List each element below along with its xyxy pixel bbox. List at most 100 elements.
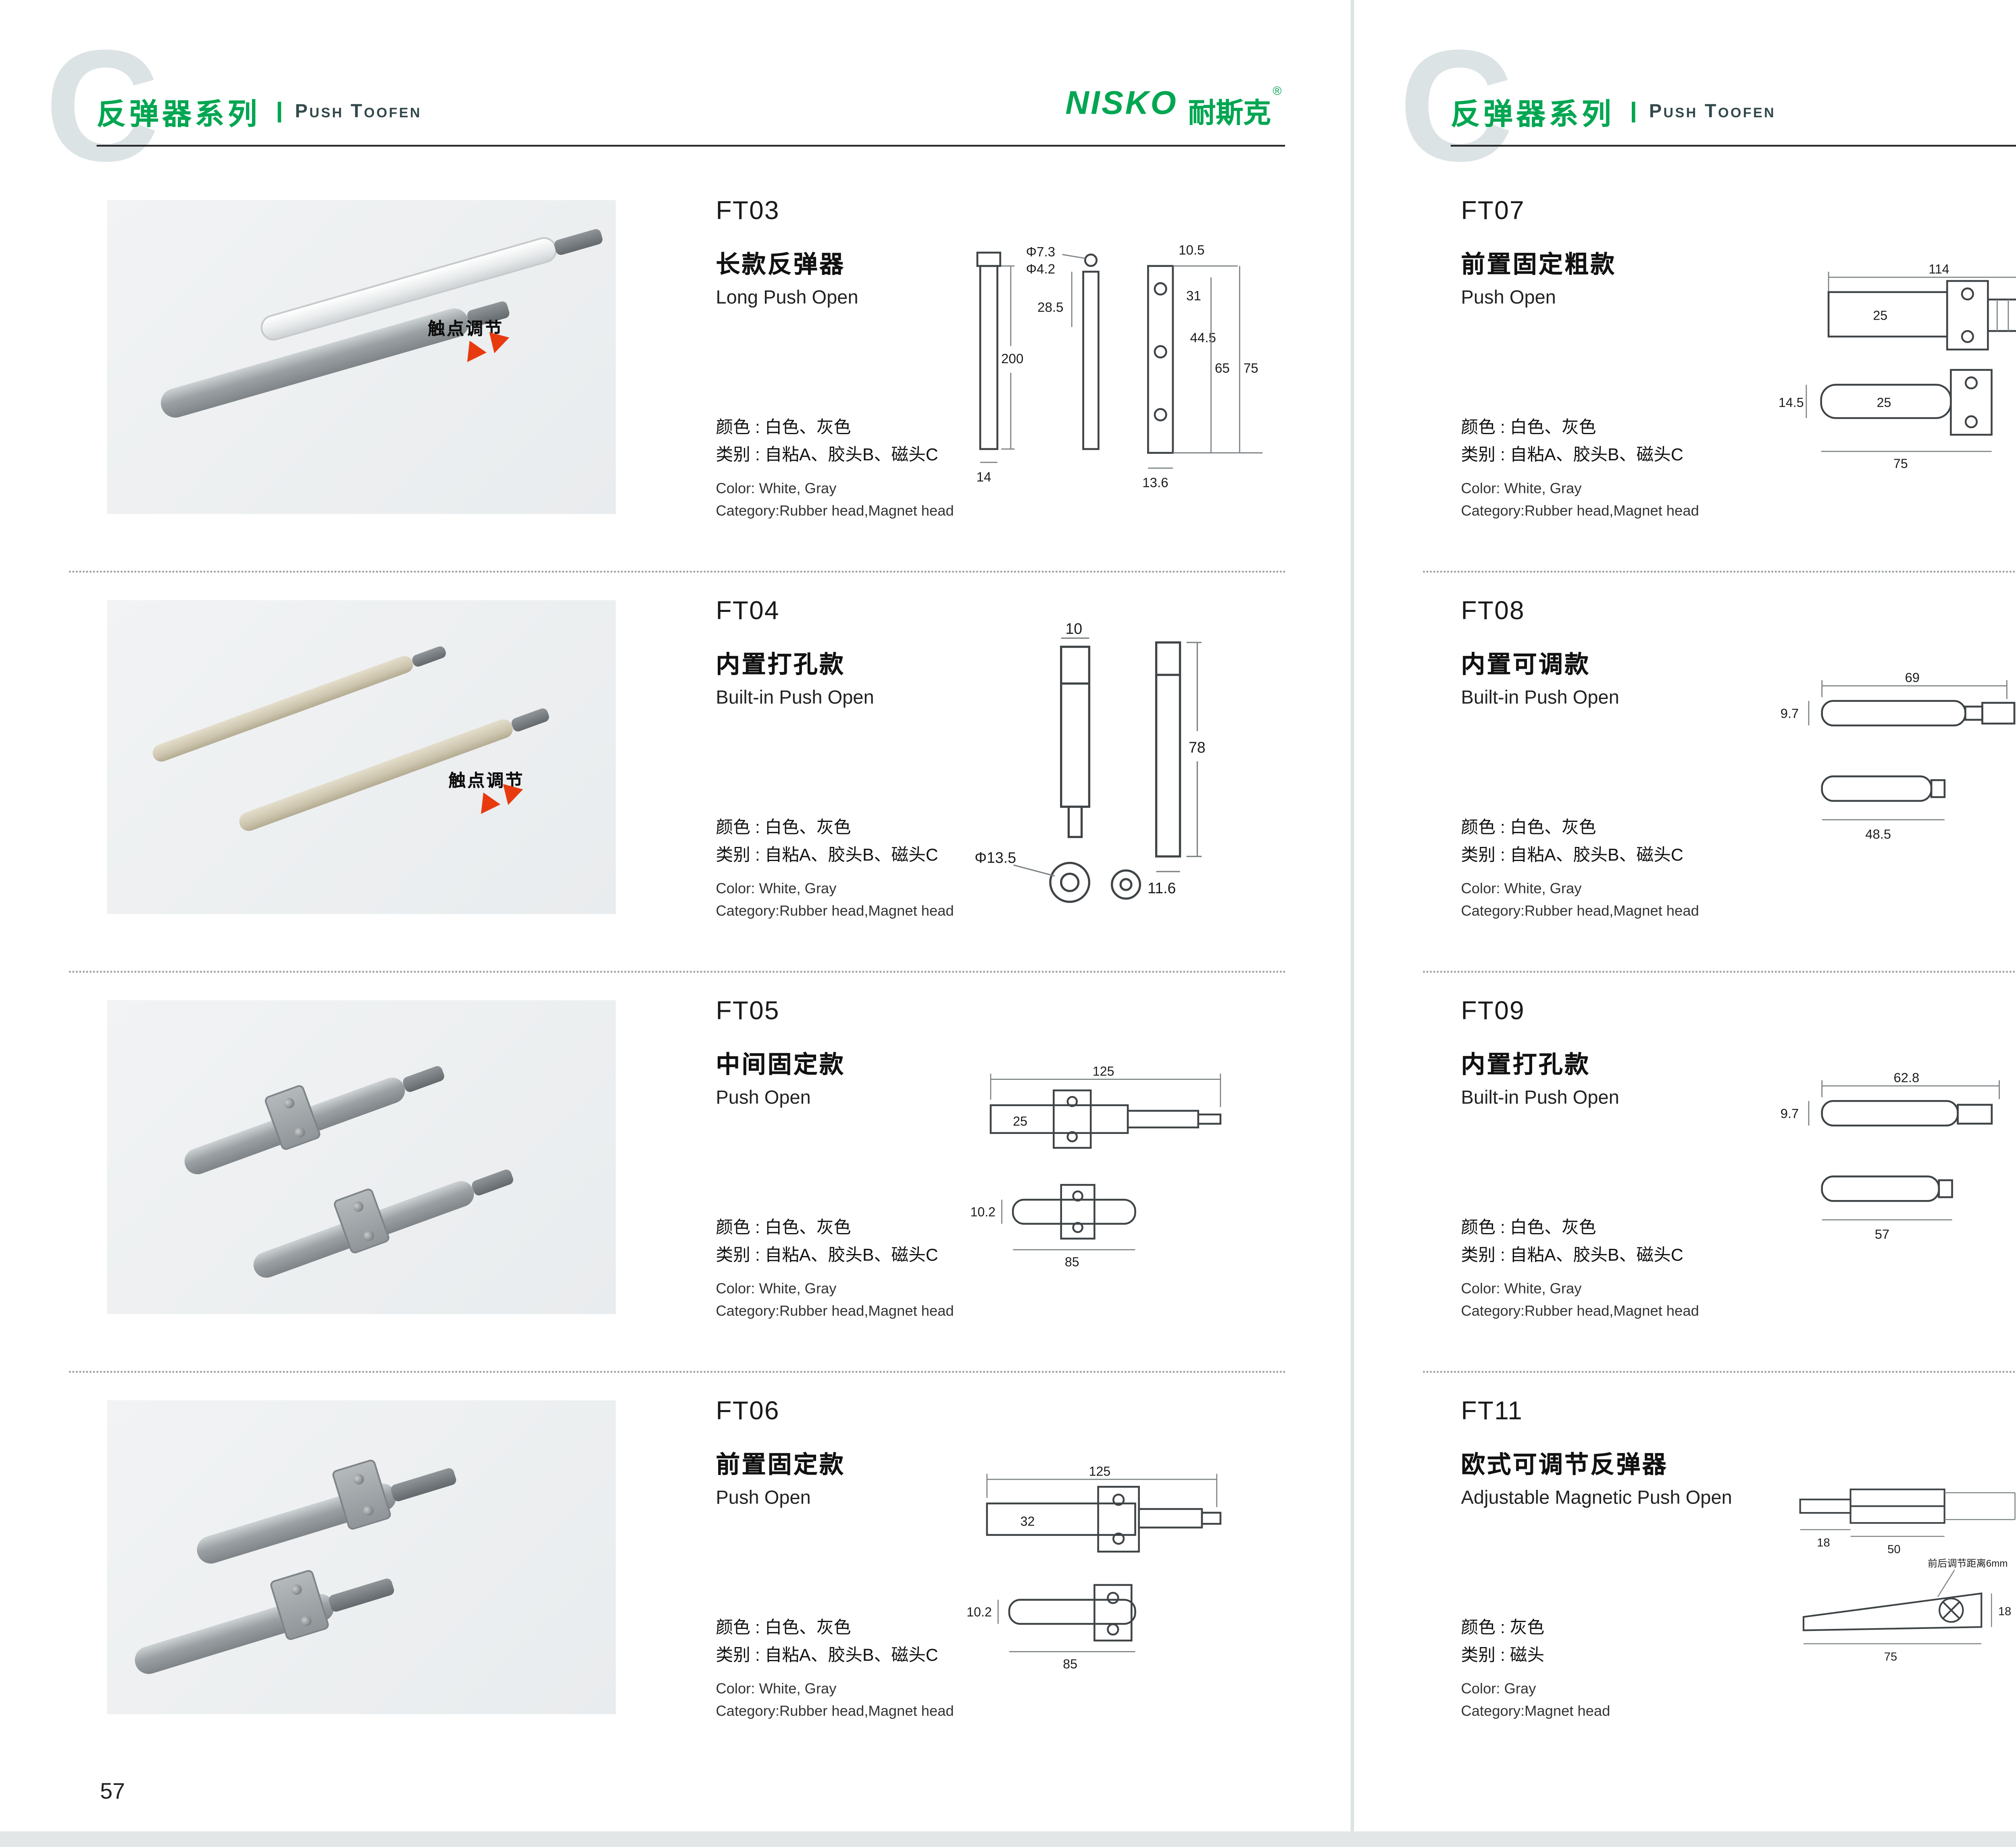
product-info: FT07 前置固定粗款 Push Open 颜色 : 白色、灰色 类别 : 自粘… [1461, 197, 1772, 524]
spec-type-cn: 类别 : 自粘A、胶头B、磁头C [716, 1647, 938, 1666]
product-row-ft09: FT09 内置打孔款 Built-in Push Open 颜色 : 白色、灰色… [1423, 973, 2016, 1373]
screw-hole [362, 1229, 376, 1243]
spec-color-en: Color: White, Gray [1461, 1280, 1582, 1298]
svg-text:9.7: 9.7 [1781, 1106, 1799, 1121]
product-info: FT08 内置可调款 Built-in Push Open 颜色 : 白色、灰色… [1461, 597, 1772, 924]
brand-logo-wordmark: NISKO [1065, 86, 1178, 123]
svg-text:85: 85 [1063, 1657, 1077, 1671]
svg-text:75: 75 [1884, 1650, 1897, 1663]
svg-text:14: 14 [977, 470, 991, 485]
product-info: FT04 内置打孔款 Built-in Push Open 颜色 : 白色、灰色… [716, 597, 1026, 924]
svg-text:31: 31 [1186, 289, 1201, 304]
photo-rod-tip [327, 1577, 396, 1613]
svg-text:Φ4.2: Φ4.2 [1026, 262, 1055, 277]
product-info: FT11 欧式可调节反弹器 Adjustable Magnetic Push O… [1461, 1397, 1772, 1724]
spec-type-en: Category:Rubber head,Magnet head [1461, 501, 1699, 519]
svg-text:57: 57 [1875, 1227, 1889, 1242]
product-specs: 颜色 : 白色、灰色 类别 : 自粘A、胶头B、磁头C Color: White… [716, 1616, 954, 1721]
brand-logo: NISKO 耐斯克 ® [1065, 86, 1281, 131]
registered-mark: ® [1272, 86, 1282, 98]
series-title-cn: 反弹器系列 [96, 98, 260, 131]
spec-type-en: Category:Rubber head,Magnet head [716, 901, 954, 919]
technical-drawing-ft05: 125 25 10.2 [957, 993, 1281, 1347]
watermark-letter: C [45, 19, 160, 195]
drawing-svg: 125 25 10.2 [970, 1064, 1222, 1269]
product-name-en: Push Open [716, 1088, 811, 1109]
product-photo-ft05 [107, 1000, 616, 1314]
product-specs: 颜色 : 白色、灰色 类别 : 自粘A、胶头B、磁头C Color: White… [1461, 416, 1699, 521]
svg-text:14.5: 14.5 [1779, 395, 1804, 410]
svg-text:62.8: 62.8 [1894, 1070, 1920, 1085]
screw-hole [293, 1125, 307, 1139]
product-row-ft11: FT11 欧式可调节反弹器 Adjustable Magnetic Push O… [1423, 1373, 2016, 1773]
product-name-cn: 欧式可调节反弹器 [1461, 1450, 1668, 1478]
brand-logo-cn: 耐斯克 [1188, 100, 1271, 129]
spec-type-cn: 类别 : 自粘A、胶头B、磁头C [716, 1246, 938, 1266]
svg-text:69: 69 [1905, 670, 1920, 685]
photo-rod-tip [553, 228, 604, 256]
product-name-cn: 前置固定款 [716, 1450, 846, 1478]
screw-hole [351, 1200, 365, 1213]
product-row-ft08: FT08 内置可调款 Built-in Push Open 颜色 : 白色、灰色… [1423, 572, 2016, 973]
product-name-cn: 中间固定款 [716, 1050, 846, 1078]
photo-annotation: 触点调节 [427, 320, 504, 340]
watermark-letter: C [1399, 19, 1514, 195]
drawing-svg: 114 25 [1779, 262, 2016, 471]
series-title: 反弹器系列 Push Toofen [1451, 89, 1776, 133]
svg-text:10.2: 10.2 [970, 1205, 996, 1219]
svg-text:25: 25 [1013, 1114, 1027, 1128]
spec-type-en: Category:Rubber head,Magnet head [1461, 901, 1699, 919]
spec-type-cn: 类别 : 磁头 [1461, 1647, 1545, 1666]
product-specs: 颜色 : 白色、灰色 类别 : 自粘A、胶头B、磁头C Color: White… [1461, 816, 1699, 921]
svg-text:25: 25 [1873, 308, 1887, 323]
photo-latch-unit [190, 1442, 490, 1593]
svg-text:44.5: 44.5 [1190, 331, 1216, 345]
series-title-en: Push Toofen [1632, 101, 1776, 122]
svg-text:75: 75 [1243, 361, 1258, 376]
drawing-svg: 10 78 11.6 [975, 620, 1206, 903]
svg-text:28.5: 28.5 [1037, 300, 1063, 315]
svg-text:78: 78 [1189, 739, 1206, 756]
series-title-en: Push Toofen [277, 101, 422, 122]
screw-hole [282, 1096, 296, 1110]
product-specs: 颜色 : 白色、灰色 类别 : 自粘A、胶头B、磁头C Color: White… [716, 1217, 954, 1321]
spec-color-cn: 颜色 : 白色、灰色 [716, 420, 851, 439]
series-title-cn: 反弹器系列 [1450, 98, 1615, 131]
spec-color-cn: 颜色 : 白色、灰色 [716, 1620, 851, 1639]
svg-text:18: 18 [1998, 1605, 2011, 1618]
screw-hole [352, 1473, 365, 1486]
product-row-ft05: FT05 中间固定款 Push Open 颜色 : 白色、灰色 类别 : 自粘A… [69, 973, 1285, 1373]
spec-type-en: Category:Rubber head,Magnet head [716, 501, 954, 519]
product-specs: 颜色 : 灰色 类别 : 磁头 Color: Gray Category:Mag… [1461, 1616, 1610, 1721]
svg-text:25: 25 [1877, 395, 1891, 410]
drawing-svg: 200 14 Φ7.3 Φ4.2 28.5 [977, 243, 1263, 491]
svg-text:65: 65 [1215, 361, 1230, 376]
header-rule [1450, 145, 2016, 147]
product-code: FT03 [716, 196, 780, 226]
product-name-cn: 内置打孔款 [716, 650, 846, 678]
page-left: C 反弹器系列 Push Toofen NISKO 耐斯克 ® 触点调 [45, 19, 1285, 1804]
spec-type-cn: 类别 : 自粘A、胶头B、磁头C [1461, 446, 1683, 466]
photo-rod-tip [470, 1168, 515, 1197]
red-arrow-icon [484, 332, 509, 356]
spec-color-cn: 颜色 : 白色、灰色 [1461, 420, 1596, 439]
product-name-en: Built-in Push Open [1461, 688, 1619, 709]
photo-beige-rod [150, 645, 448, 764]
product-row-ft03: 触点调节 FT03 长款反弹器 Long Push Open 颜色 : 白色、灰… [69, 173, 1285, 573]
product-code: FT04 [716, 597, 780, 626]
series-title: 反弹器系列 Push Toofen [97, 89, 422, 133]
product-info: FT06 前置固定款 Push Open 颜色 : 白色、灰色 类别 : 自粘A… [716, 1397, 1026, 1724]
product-photo-ft06 [107, 1400, 616, 1714]
spec-type-cn: 类别 : 自粘A、胶头B、磁头C [716, 846, 938, 866]
product-name-cn: 长款反弹器 [716, 250, 846, 278]
product-name-en: Long Push Open [716, 288, 858, 309]
spec-type-en: Category:Rubber head,Magnet head [716, 1701, 954, 1719]
product-name-en: Push Open [716, 1488, 811, 1509]
technical-drawing-ft07: 114 25 [1776, 193, 2016, 547]
svg-text:10: 10 [1065, 620, 1082, 637]
spec-type-cn: 类别 : 自粘A、胶头B、磁头C [716, 446, 938, 466]
photo-rod-tip [401, 1065, 446, 1094]
page-number: 57 [100, 1778, 125, 1804]
svg-text:前后调节距离6mm: 前后调节距离6mm [1928, 1558, 2008, 1569]
technical-drawing-ft03: 200 14 Φ7.3 Φ4.2 28.5 [957, 193, 1281, 547]
